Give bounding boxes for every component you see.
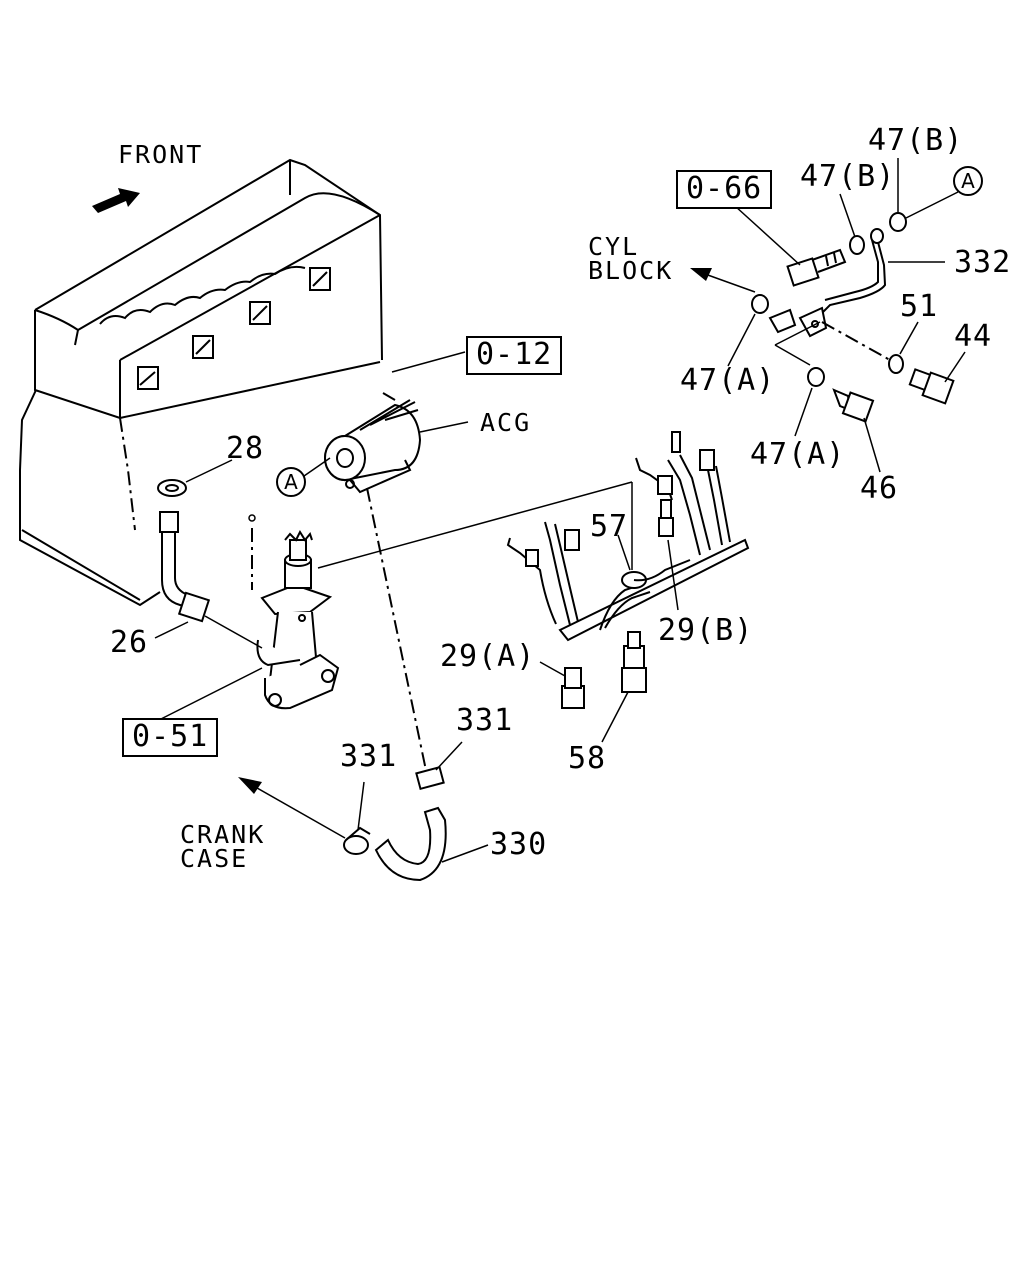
part-29a: 29(A) <box>440 639 536 674</box>
part-29b: 29(B) <box>658 613 754 648</box>
washer-47a-right <box>807 367 825 387</box>
part-47a-left: 47(A) <box>680 363 776 398</box>
oil-pump <box>256 529 340 710</box>
bolt-44 <box>908 368 955 405</box>
block-label: BLOCK <box>588 256 674 285</box>
washer-47b <box>849 235 865 255</box>
part-26: 26 <box>110 625 149 660</box>
part-47b-top: 47(B) <box>868 123 964 158</box>
part-28: 28 <box>226 431 265 466</box>
hose-330 <box>374 806 447 882</box>
ref-box-0-51: 0-51 <box>122 718 219 757</box>
valve-58 <box>621 631 647 693</box>
part-51: 51 <box>900 289 939 324</box>
clamp-331-left <box>343 826 371 855</box>
part-331-right: 331 <box>456 703 514 738</box>
washer-51 <box>888 354 904 374</box>
harness-332 <box>768 228 887 338</box>
washer-28 <box>157 479 187 497</box>
engine-block <box>19 158 383 607</box>
part-332: 332 <box>954 245 1012 280</box>
callout-a-acg: A <box>276 467 306 497</box>
part-44: 44 <box>954 319 993 354</box>
oil-jet-rail <box>506 431 750 642</box>
acg-label: ACG <box>480 408 532 437</box>
pipe-26 <box>159 511 211 623</box>
cyl-label: CYL <box>588 232 640 261</box>
bolt-0-66 <box>786 248 847 287</box>
part-57: 57 <box>590 509 629 544</box>
bolt-29b <box>657 475 674 537</box>
callout-a-top: A <box>953 166 983 196</box>
ref-box-0-12: 0-12 <box>466 336 563 375</box>
washer-47b-top <box>889 212 907 232</box>
front-arrow <box>92 188 140 213</box>
front-label: FRONT <box>118 140 204 169</box>
part-47a-right: 47(A) <box>750 437 846 472</box>
crank-label: CRANK <box>180 820 266 849</box>
part-330: 330 <box>490 827 548 862</box>
part-46: 46 <box>860 471 899 506</box>
part-47b: 47(B) <box>800 159 896 194</box>
ref-box-0-66: 0-66 <box>676 170 773 209</box>
acg-generator <box>324 392 422 494</box>
clamp-331-right <box>415 765 445 791</box>
washer-47a-left <box>751 294 769 314</box>
bolt-46 <box>832 388 875 423</box>
part-58: 58 <box>568 741 607 776</box>
part-331-left: 331 <box>340 739 398 774</box>
bolt-29a <box>561 667 585 709</box>
case-label: CASE <box>180 844 249 873</box>
